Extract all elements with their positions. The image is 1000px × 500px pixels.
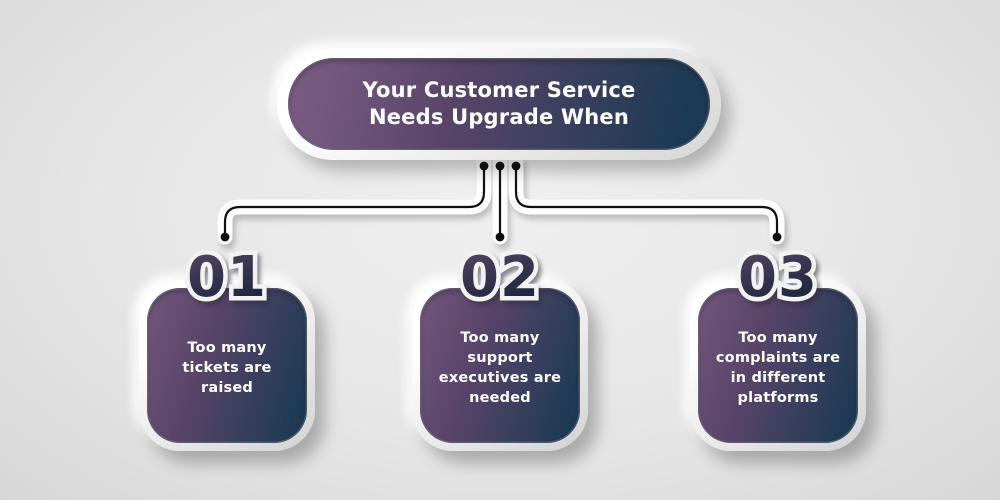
step-card-02: 02 02 Too many support executives are ne… — [412, 241, 588, 451]
connector-dot — [495, 161, 505, 171]
connector-dots — [220, 161, 782, 242]
step-description: Too many tickets are raised — [182, 339, 272, 396]
title-banner-inner: Your Customer Service Needs Upgrade When — [288, 58, 710, 150]
step-description: Too many complaints are in different pla… — [715, 329, 841, 406]
connector-dot — [479, 161, 489, 171]
step-card-frame: Too many complaints are in different pla… — [690, 280, 866, 451]
title-text: Your Customer Service Needs Upgrade When — [362, 78, 636, 129]
connector-dot — [495, 232, 505, 242]
step-card-body: Too many support executives are needed — [420, 288, 580, 443]
step-card-frame: Too many tickets are raised — [139, 280, 315, 451]
title-banner: Your Customer Service Needs Upgrade When — [277, 48, 721, 160]
step-card-frame: Too many support executives are needed — [412, 280, 588, 451]
connector-wires — [223, 164, 779, 239]
connector-dot — [511, 161, 521, 171]
connector-dot — [772, 232, 782, 242]
connector-dot — [220, 232, 230, 242]
step-card-body: Too many complaints are in different pla… — [698, 288, 858, 443]
step-card-03: 03 03 Too many complaints are in differe… — [690, 241, 866, 451]
step-card-01: 01 01 Too many tickets are raised — [139, 241, 315, 451]
step-description: Too many support executives are needed — [438, 329, 562, 406]
step-card-body: Too many tickets are raised — [147, 288, 307, 443]
